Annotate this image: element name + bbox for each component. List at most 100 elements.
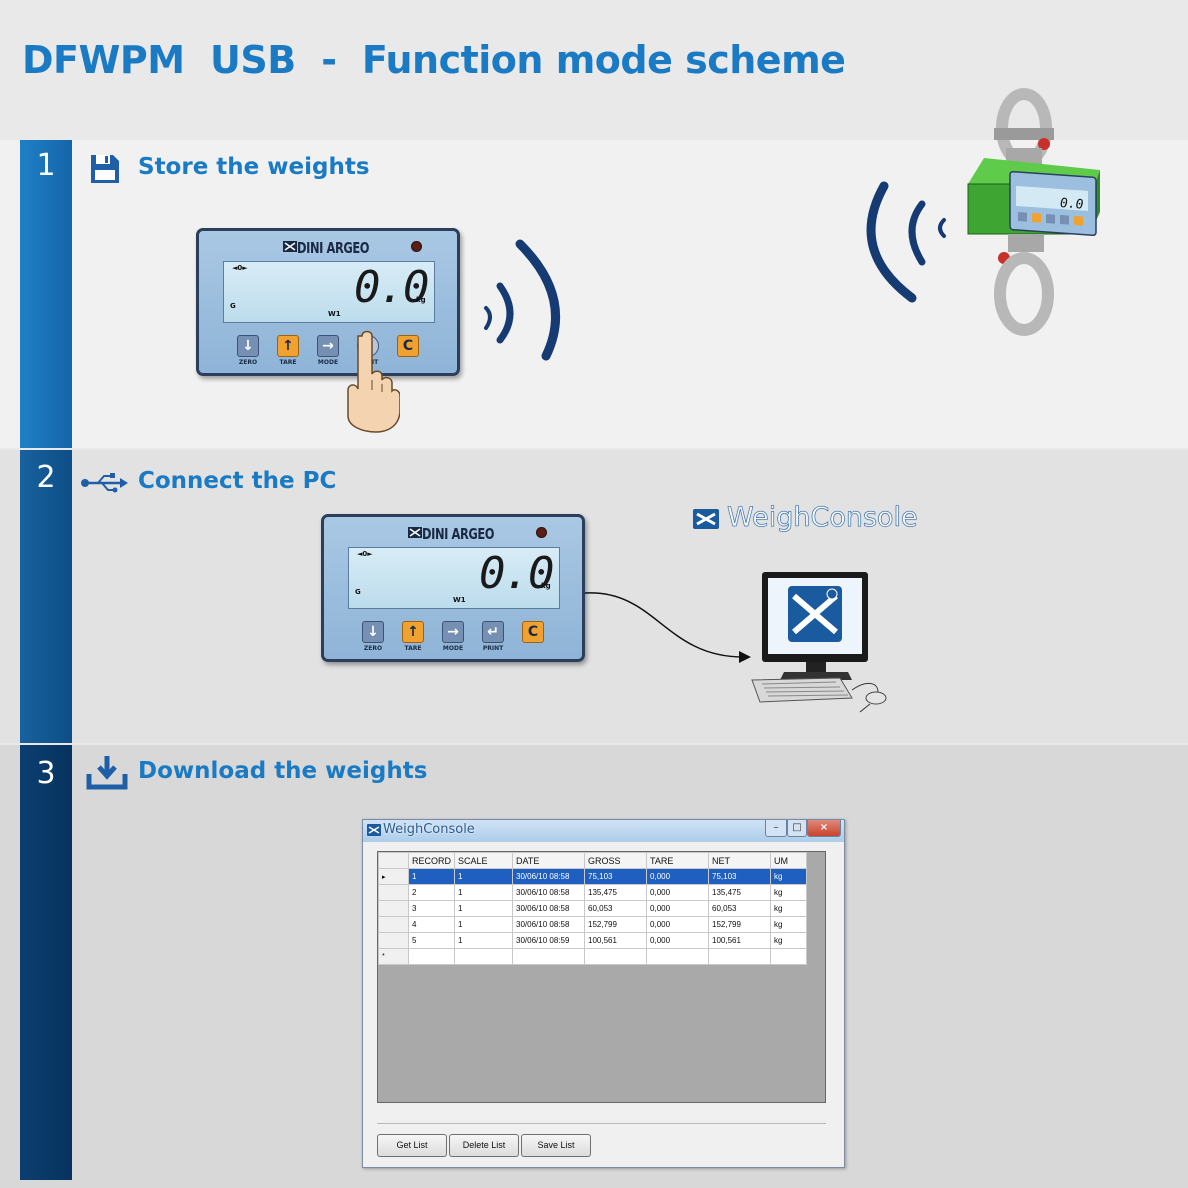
step-2-stripe [20,450,72,743]
step-2-band [0,450,1188,743]
delete-list-button[interactable]: Delete List [449,1134,519,1157]
cell-tare[interactable]: 0,000 [646,932,710,949]
cell-record[interactable]: 3 [407,900,456,917]
get-list-button[interactable]: Get List [377,1134,447,1157]
brand-label: DINI ARGEO [297,239,370,257]
cell-net[interactable]: 60,053 [708,900,772,917]
tare-key[interactable]: ↑ [277,335,299,357]
cell-gross[interactable]: 152,799 [584,916,648,933]
cell-date[interactable]: 30/06/10 08:58 [512,868,586,885]
cell-date[interactable]: 30/06/10 08:58 [512,900,586,917]
cell-net[interactable]: 152,799 [708,916,772,933]
zero-indicator: ◄0► [357,550,373,558]
row-header[interactable] [378,916,409,933]
cell-date[interactable]: 30/06/10 08:59 [512,932,586,949]
row-header[interactable] [378,900,409,917]
column-header[interactable]: TARE [646,852,710,869]
cell-record[interactable]: 4 [407,916,456,933]
gross-indicator: G [355,588,361,596]
mode-key-label: MODE [317,359,339,366]
cell-date[interactable]: 30/06/10 08:58 [512,916,586,933]
cell-gross[interactable]: 60,053 [584,900,648,917]
cell-gross[interactable]: 135,475 [584,884,648,901]
column-header[interactable]: RECORD [407,852,456,869]
cell-record[interactable]: 1 [407,868,456,885]
zero-key-label: ZERO [238,359,258,366]
table-row[interactable]: ▸ 1 1 30/06/10 08:58 75,103 0,000 75,103… [378,868,808,885]
mode-key[interactable]: → [317,335,339,357]
computer-icon [751,572,887,713]
close-button[interactable]: × [807,820,841,837]
row-header[interactable] [378,932,409,949]
app-logo-icon [367,824,381,836]
cell-tare[interactable]: 0,000 [646,884,710,901]
cell-um[interactable]: kg [770,916,808,933]
column-header[interactable]: SCALE [454,852,514,869]
zero-key[interactable]: ↓ [237,335,259,357]
step-1-stripe [20,140,72,448]
table-row[interactable]: 3 1 30/06/10 08:58 60,053 0,000 60,053 k… [378,900,808,917]
maximize-button[interactable]: □ [787,820,807,837]
save-list-button[interactable]: Save List [521,1134,591,1157]
status-led [411,241,422,252]
empty-cell[interactable] [584,948,648,965]
tare-key[interactable]: ↑ [402,621,424,643]
empty-cell[interactable] [512,948,586,965]
empty-cell[interactable] [770,948,808,965]
clear-key[interactable]: C [397,335,419,357]
zero-key[interactable]: ↓ [362,621,384,643]
step-1-number: 1 [36,148,56,183]
empty-cell[interactable] [454,948,514,965]
brand-logo-icon [408,527,422,538]
crane-scale-image: 0.0 [967,88,1100,336]
cell-tare[interactable]: 0,000 [646,916,710,933]
cell-record[interactable]: 2 [407,884,456,901]
table-row[interactable]: 2 1 30/06/10 08:58 135,475 0,000 135,475… [378,884,808,901]
cell-scale[interactable]: 1 [454,868,514,885]
button-divider [377,1123,826,1124]
column-header[interactable]: UM [770,852,808,869]
pointing-hand-icon [347,330,400,433]
window-titlebar[interactable]: WeighConsole [363,820,844,842]
window-title: WeighConsole [383,822,475,837]
empty-cell[interactable] [407,948,456,965]
page-title: DFWPM USB - Function mode scheme [22,38,846,82]
clear-key[interactable]: C [522,621,544,643]
cell-scale[interactable]: 1 [454,884,514,901]
table-row[interactable]: 4 1 30/06/10 08:58 152,799 0,000 152,799… [378,916,808,933]
print-key[interactable]: ↵ [482,621,504,643]
mode-key[interactable]: → [442,621,464,643]
new-row[interactable]: * [378,948,808,965]
records-grid[interactable]: RECORD SCALE DATE GROSS TARE NET UM ▸ 1 … [377,851,826,1103]
cell-scale[interactable]: 1 [454,916,514,933]
cell-net[interactable]: 75,103 [708,868,772,885]
cell-scale[interactable]: 1 [454,932,514,949]
cell-tare[interactable]: 0,000 [646,900,710,917]
mode-key-label: MODE [442,645,464,652]
brand-logo-icon [283,241,297,252]
step-3-label: Download the weights [138,758,428,784]
tare-key-label: TARE [404,645,422,652]
cell-net[interactable]: 100,561 [708,932,772,949]
empty-cell[interactable] [708,948,772,965]
row-header[interactable] [378,884,409,901]
column-header[interactable]: GROSS [584,852,648,869]
cell-um[interactable]: kg [770,900,808,917]
weighconsole-window: WeighConsole – □ × RECORD SCALE DATE GRO… [362,819,845,1168]
column-header[interactable]: NET [708,852,772,869]
cell-record[interactable]: 5 [407,932,456,949]
cell-date[interactable]: 30/06/10 08:58 [512,884,586,901]
cell-um[interactable]: kg [770,868,808,885]
cell-tare[interactable]: 0,000 [646,868,710,885]
row-header-corner [378,852,409,869]
table-row[interactable]: 5 1 30/06/10 08:59 100,561 0,000 100,561… [378,932,808,949]
cell-scale[interactable]: 1 [454,900,514,917]
cell-gross[interactable]: 100,561 [584,932,648,949]
column-header[interactable]: DATE [512,852,586,869]
cell-gross[interactable]: 75,103 [584,868,648,885]
minimize-button[interactable]: – [765,820,787,837]
empty-cell[interactable] [646,948,710,965]
cell-um[interactable]: kg [770,932,808,949]
cell-net[interactable]: 135,475 [708,884,772,901]
cell-um[interactable]: kg [770,884,808,901]
